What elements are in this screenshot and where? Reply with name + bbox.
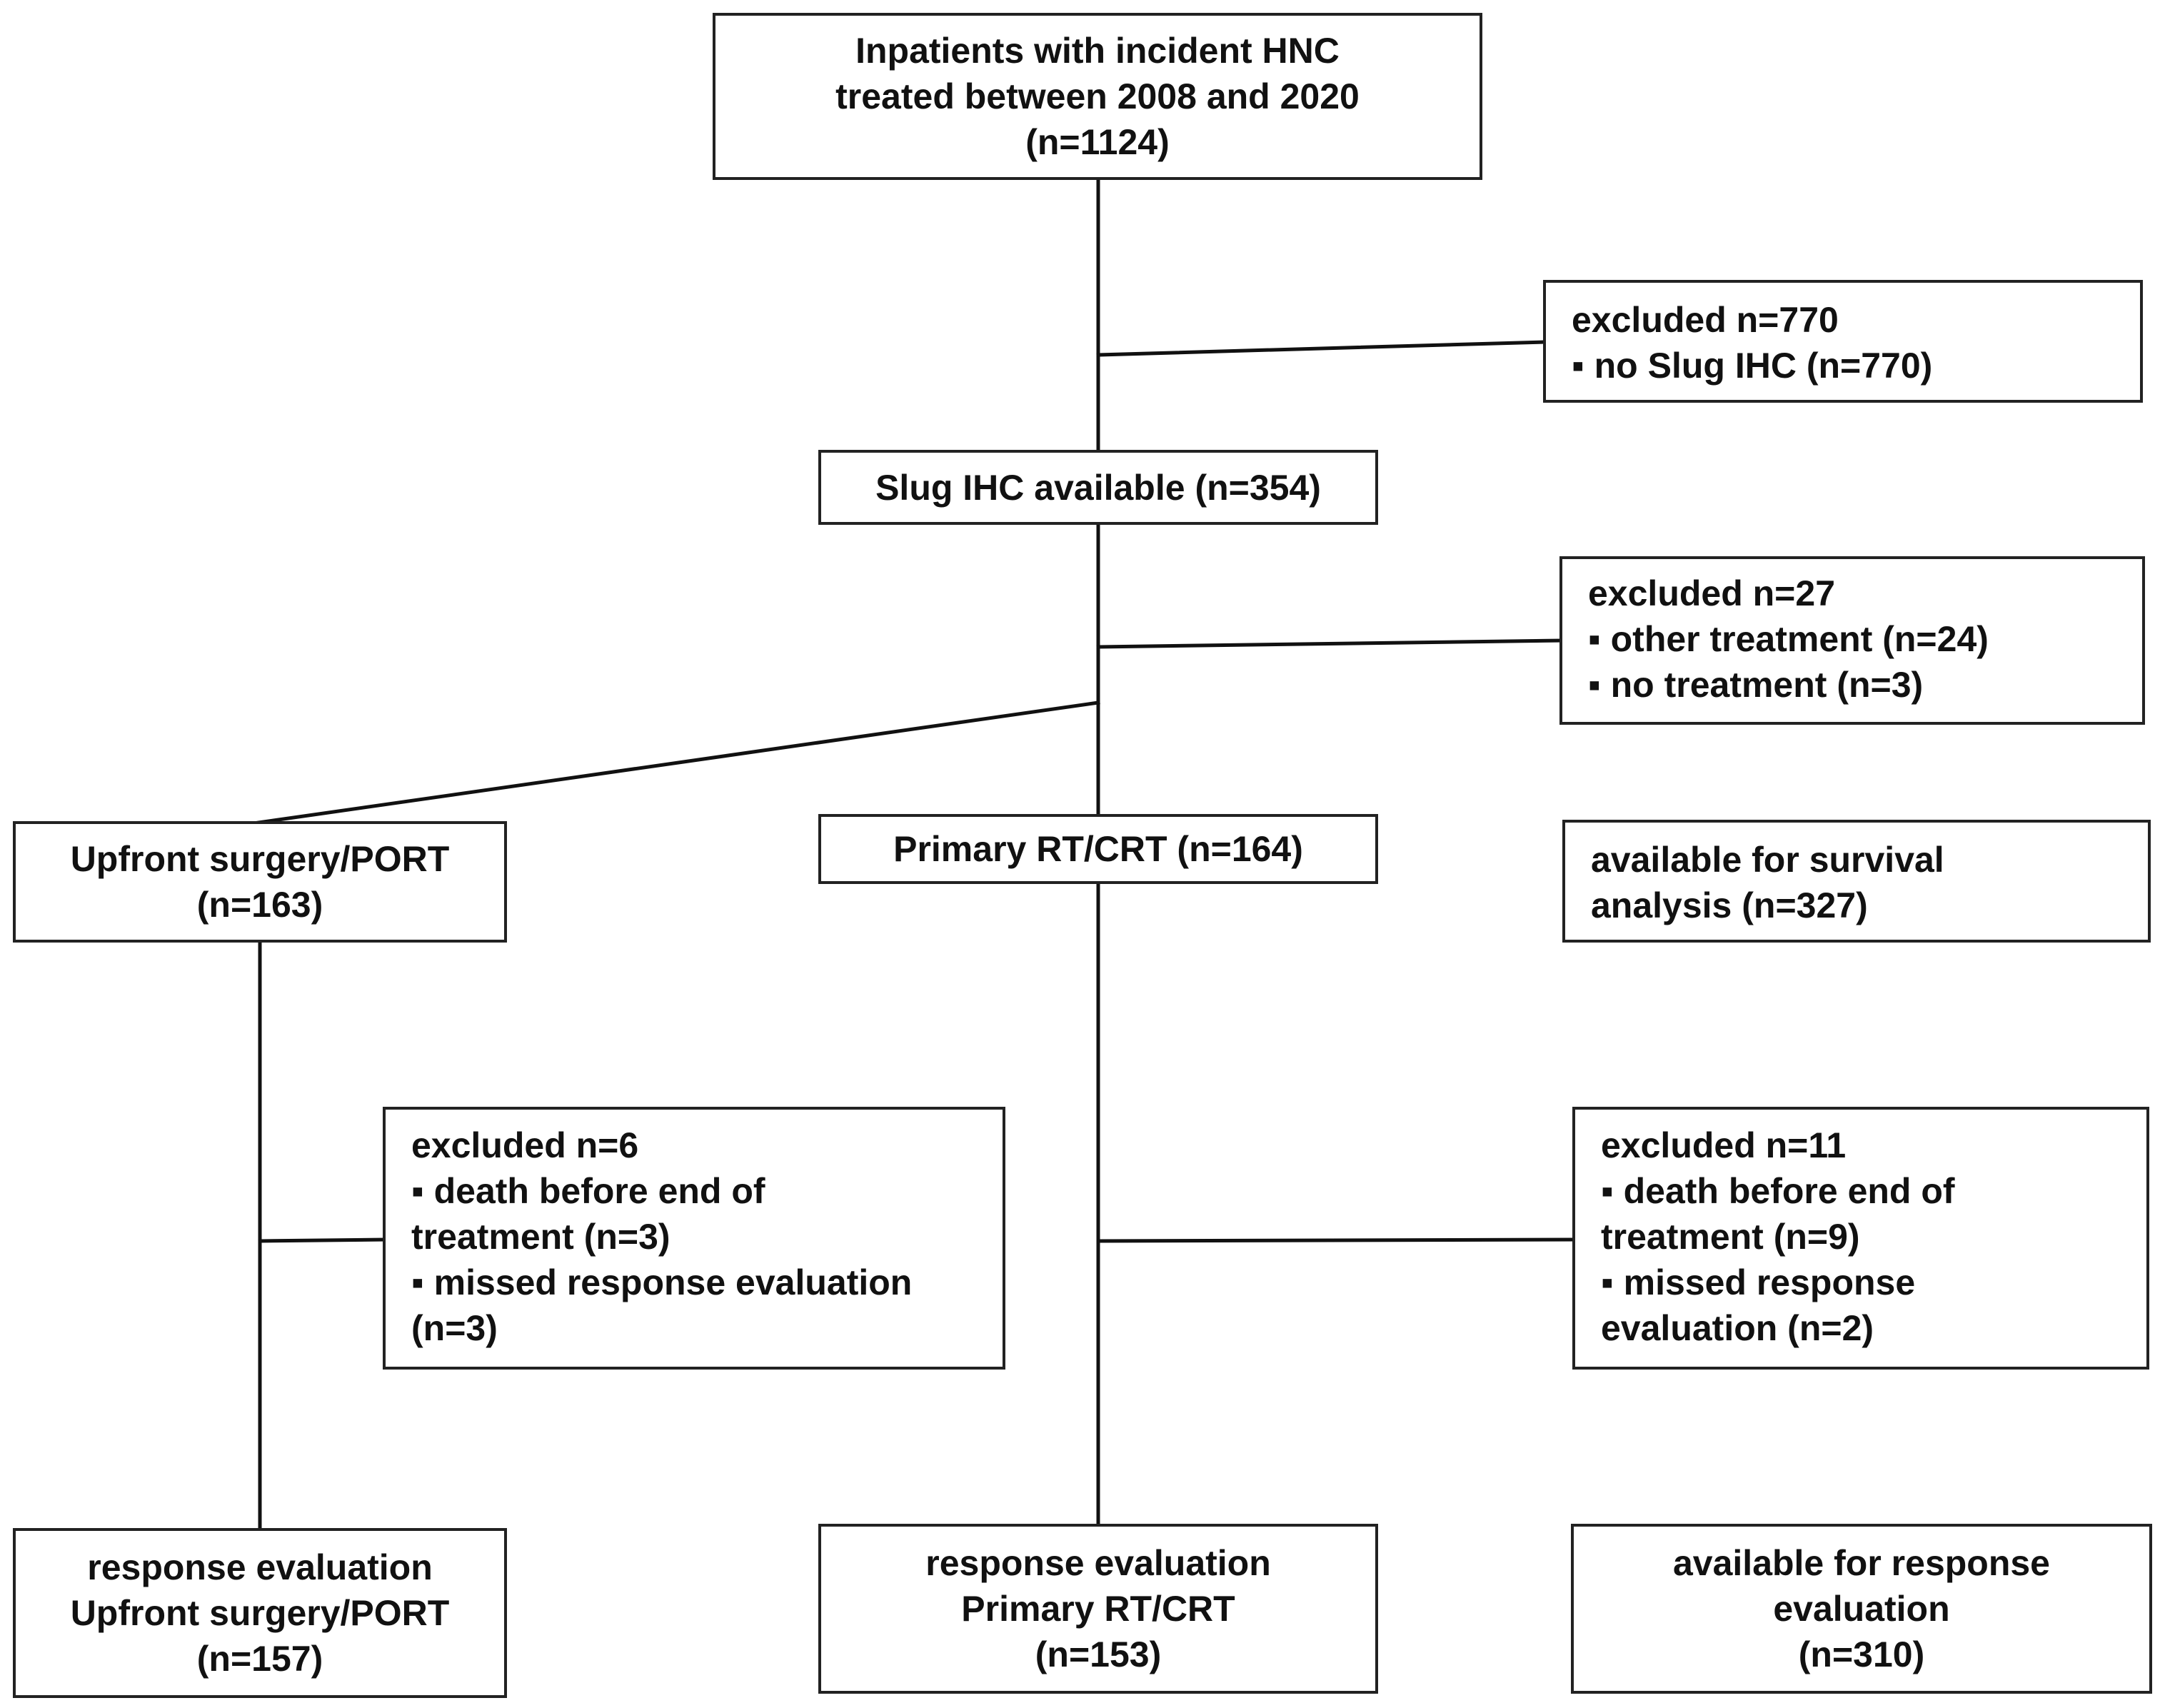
excluded-11-item-1-line-2: treatment (n=9) xyxy=(1601,1217,1860,1257)
survival-line-2: analysis (n=327) xyxy=(1591,885,1868,925)
response-available-line-2: evaluation xyxy=(1773,1589,1950,1629)
response-primary-line-3: (n=153) xyxy=(1035,1634,1162,1674)
response-upfront-line-1: response evaluation xyxy=(87,1547,433,1587)
excluded-27-box: excluded n=27 other treatment (n=24) no … xyxy=(1559,556,2145,725)
connector-exclusion-770 xyxy=(1096,340,1547,357)
inpatients-line-2: treated between 2008 and 2020 xyxy=(835,76,1360,116)
survival-box: available for survival analysis (n=327) xyxy=(1562,820,2151,943)
connector-exclusion-27 xyxy=(1096,638,1563,649)
excluded-11-box: excluded n=11 death before end of treatm… xyxy=(1572,1107,2149,1370)
inpatients-box: Inpatients with incident HNC treated bet… xyxy=(713,13,1482,180)
response-primary-box: response evaluation Primary RT/CRT (n=15… xyxy=(818,1524,1378,1694)
response-upfront-line-2: Upfront surgery/PORT xyxy=(70,1593,450,1633)
slug-available-box: Slug IHC available (n=354) xyxy=(818,450,1378,525)
primary-rt-label: Primary RT/CRT (n=164) xyxy=(893,829,1303,869)
upfront-surgery-line-1: Upfront surgery/PORT xyxy=(70,839,450,879)
response-available-line-1: available for response xyxy=(1672,1543,2050,1583)
excluded-11-item-1-line-1: death before end of xyxy=(1601,1168,2121,1214)
excluded-770-title: excluded n=770 xyxy=(1572,300,1839,340)
upfront-surgery-box: Upfront surgery/PORT (n=163) xyxy=(13,821,507,943)
excluded-27-item: no treatment (n=3) xyxy=(1588,662,2116,708)
excluded-770-item: no Slug IHC (n=770) xyxy=(1572,343,2114,388)
excluded-770-box: excluded n=770 no Slug IHC (n=770) xyxy=(1543,280,2143,403)
excluded-6-box: excluded n=6 death before end of treatme… xyxy=(383,1107,1005,1370)
response-available-box: available for response evaluation (n=310… xyxy=(1571,1524,2152,1694)
excluded-27-item: other treatment (n=24) xyxy=(1588,616,2116,662)
excluded-11-title: excluded n=11 xyxy=(1601,1125,1847,1165)
response-upfront-line-3: (n=157) xyxy=(196,1639,323,1679)
response-upfront-box: response evaluation Upfront surgery/PORT… xyxy=(13,1528,507,1698)
response-primary-line-2: Primary RT/CRT xyxy=(961,1589,1235,1629)
excluded-6-item-2-line-2: (n=3) xyxy=(411,1308,498,1348)
connector-exclusion-6 xyxy=(258,1237,386,1243)
inpatients-line-1: Inpatients with incident HNC xyxy=(855,31,1340,71)
excluded-27-title: excluded n=27 xyxy=(1588,573,1835,613)
excluded-6-item-2-line-1: missed response evaluation xyxy=(411,1260,977,1305)
excluded-6-title: excluded n=6 xyxy=(411,1125,639,1165)
connector-exclusion-11 xyxy=(1096,1237,1576,1243)
upfront-surgery-line-2: (n=163) xyxy=(196,885,323,925)
primary-rt-box: Primary RT/CRT (n=164) xyxy=(818,814,1378,884)
excluded-6-item-1-line-2: treatment (n=3) xyxy=(411,1217,670,1257)
slug-available-label: Slug IHC available (n=354) xyxy=(875,467,1321,508)
connector-branch-upfront xyxy=(256,700,1100,825)
survival-line-1: available for survival xyxy=(1591,840,1944,880)
excluded-6-item-1-line-1: death before end of xyxy=(411,1168,977,1214)
excluded-11-item-2-line-1: missed response xyxy=(1601,1260,2121,1305)
response-available-line-3: (n=310) xyxy=(1798,1634,1925,1674)
response-primary-line-1: response evaluation xyxy=(925,1543,1271,1583)
inpatients-line-3: (n=1124) xyxy=(1025,122,1170,162)
excluded-11-item-2-line-2: evaluation (n=2) xyxy=(1601,1308,1874,1348)
